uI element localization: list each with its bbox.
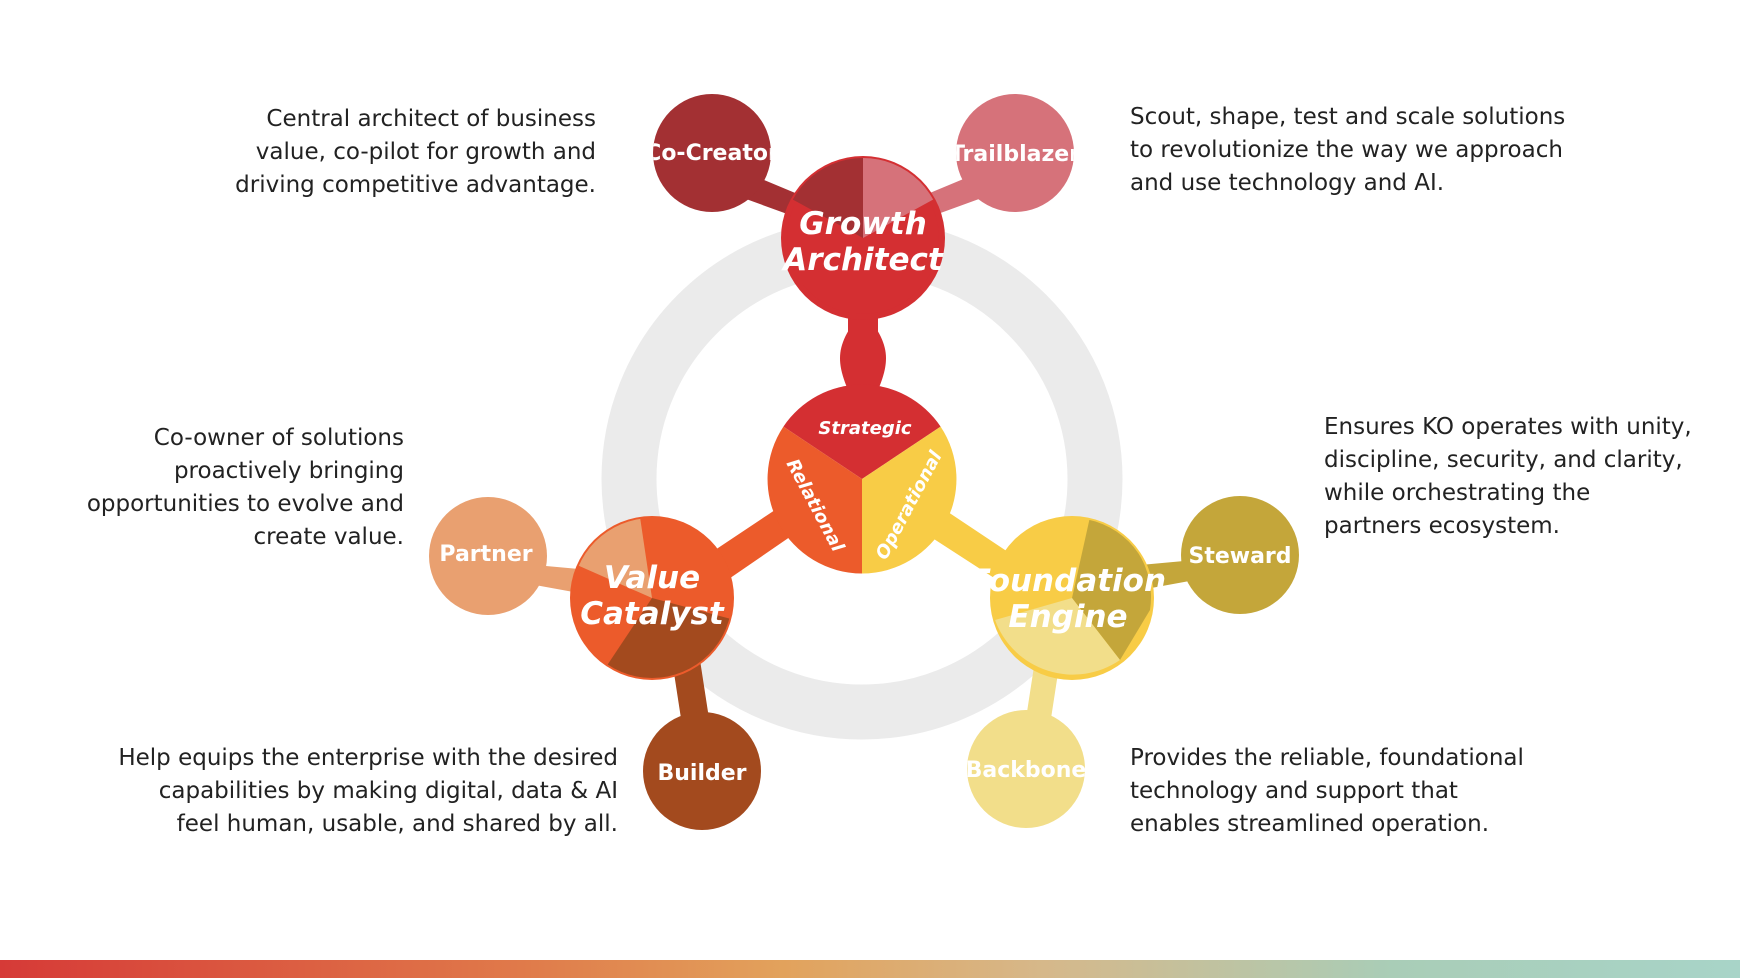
hub-segment-relational (767, 426, 862, 574)
description-builder: Help equips the enterprise with the desi… (40, 742, 618, 841)
satellite-builder: Builder (643, 712, 761, 830)
satellite-trailblazer: Trailblazer (950, 94, 1080, 212)
bottom-gradient-bar (0, 960, 1740, 978)
description-co-creator-line-2: value, co-pilot for growth and (255, 139, 596, 165)
description-trailblazer-line-1: Scout, shape, test and scale solutions (1130, 104, 1566, 130)
hub-segment-operational (862, 426, 957, 574)
description-backbone-line-3: enables streamlined operation. (1130, 811, 1490, 837)
description-co-creator-line-3: driving competitive advantage. (235, 172, 596, 198)
satellite-label-partner: Partner (439, 542, 532, 567)
node-title-growth-line1: Growth (799, 206, 927, 242)
description-backbone-line-1: Provides the reliable, foundational (1130, 745, 1524, 771)
description-trailblazer: Scout, shape, test and scale solutions t… (1130, 101, 1650, 200)
description-steward-line-2: discipline, security, and clarity, (1324, 447, 1683, 473)
description-builder-line-1: Help equips the enterprise with the desi… (118, 745, 618, 771)
satellite-label-steward: Steward (1188, 544, 1291, 569)
description-steward-line-1: Ensures KO operates with unity, (1324, 414, 1692, 440)
description-steward-line-3: while orchestrating the (1324, 480, 1591, 506)
description-trailblazer-line-3: and use technology and AI. (1130, 170, 1445, 196)
satellite-backbone: Backbone (966, 710, 1087, 828)
node-title-value-line1: Value (604, 560, 700, 596)
node-foundation-engine: Foundation Engine (970, 516, 1166, 680)
description-steward-line-4: partners ecosystem. (1324, 513, 1560, 539)
node-growth-architect: Growth Architect (780, 156, 945, 320)
connector-steward (1140, 560, 1195, 590)
description-backbone: Provides the reliable, foundational tech… (1130, 742, 1650, 841)
hub-label-strategic: Strategic (818, 418, 911, 439)
connector-builder (672, 660, 710, 725)
description-steward: Ensures KO operates with unity, discipli… (1324, 411, 1734, 543)
satellite-label-builder: Builder (657, 761, 746, 786)
description-co-creator: Central architect of business value, co-… (160, 103, 596, 202)
node-title-foundation-line1: Foundation (970, 563, 1166, 599)
node-title-value-line2: Catalyst (580, 596, 725, 632)
satellite-label-trailblazer: Trailblazer (950, 142, 1080, 167)
satellite-label-backbone: Backbone (966, 758, 1087, 783)
description-partner-line-4: create value. (253, 524, 404, 550)
description-builder-line-2: capabilities by making digital, data & A… (158, 778, 618, 804)
description-partner: Co-owner of solutions proactively bringi… (40, 422, 404, 554)
satellite-label-co-creator: Co-Creator (645, 141, 779, 166)
description-partner-line-1: Co-owner of solutions (153, 425, 404, 451)
hub-segment-strategic (783, 384, 941, 479)
satellite-partner: Partner (429, 497, 547, 615)
description-trailblazer-line-2: to revolutionize the way we approach (1130, 137, 1563, 163)
description-backbone-line-2: technology and support that (1130, 778, 1458, 804)
satellite-co-creator: Co-Creator (645, 94, 779, 212)
satellite-steward: Steward (1181, 496, 1299, 614)
description-co-creator-line-1: Central architect of business (266, 106, 596, 132)
central-hub: Strategic Relational Operational (767, 384, 957, 574)
description-partner-line-2: proactively bringing (173, 458, 404, 484)
node-title-foundation-line2: Engine (1008, 599, 1127, 635)
description-partner-line-3: opportunities to evolve and (86, 491, 404, 517)
description-builder-line-3: feel human, usable, and shared by all. (176, 811, 618, 837)
node-title-growth-line2: Architect (780, 242, 944, 278)
